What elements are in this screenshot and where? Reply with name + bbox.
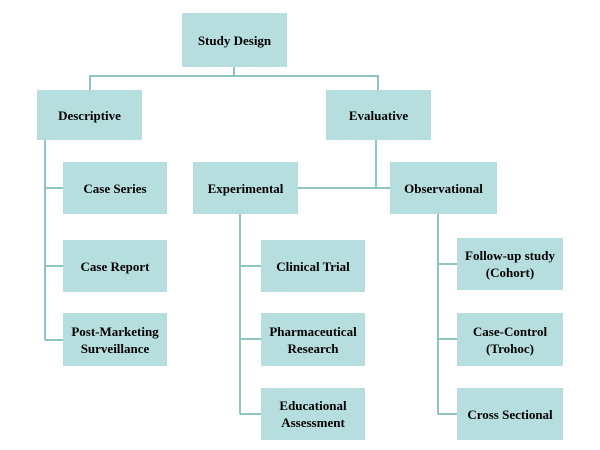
node-case-series: Case Series [63, 162, 167, 214]
node-post-marketing-surveillance: Post-Marketing Surveillance [63, 313, 167, 366]
node-pharmaceutical-research: Pharmaceutical Research [261, 313, 365, 366]
node-descriptive-label: Descriptive [58, 107, 121, 123]
node-case-report-label: Case Report [80, 258, 150, 274]
node-evaluative: Evaluative [326, 90, 431, 140]
node-case-report: Case Report [63, 240, 167, 292]
node-study-design-label: Study Design [197, 32, 272, 48]
node-study-design: Study Design [182, 13, 287, 67]
node-cross-sectional: Cross Sectional [457, 388, 563, 440]
node-evaluative-label: Evaluative [348, 107, 409, 123]
node-case-series-label: Case Series [83, 180, 147, 196]
node-observational: Observational [390, 162, 497, 214]
node-case-control-label: Case-Control (Trohoc) [472, 323, 548, 356]
node-follow-up-study-label: Follow-up study (Cohort) [465, 248, 555, 280]
node-pharmaceutical-research-label: Pharmaceutical Research [269, 323, 357, 356]
node-follow-up-study: Follow-up study (Cohort) [457, 238, 563, 290]
node-educational-assessment: Educational Assessment [261, 388, 365, 440]
node-experimental: Experimental [193, 162, 298, 214]
node-case-control: Case-Control (Trohoc) [457, 313, 563, 366]
node-educational-assessment-label: Educational Assessment [279, 398, 347, 430]
node-clinical-trial: Clinical Trial [261, 240, 365, 292]
node-descriptive: Descriptive [37, 90, 142, 140]
node-experimental-label: Experimental [207, 180, 284, 196]
node-cross-sectional-label: Cross Sectional [467, 406, 553, 422]
connector-root-branch [89, 75, 379, 90]
node-post-marketing-surveillance-label: Post-Marketing Surveillance [71, 323, 159, 356]
node-clinical-trial-label: Clinical Trial [276, 258, 350, 274]
node-observational-label: Observational [404, 180, 483, 196]
